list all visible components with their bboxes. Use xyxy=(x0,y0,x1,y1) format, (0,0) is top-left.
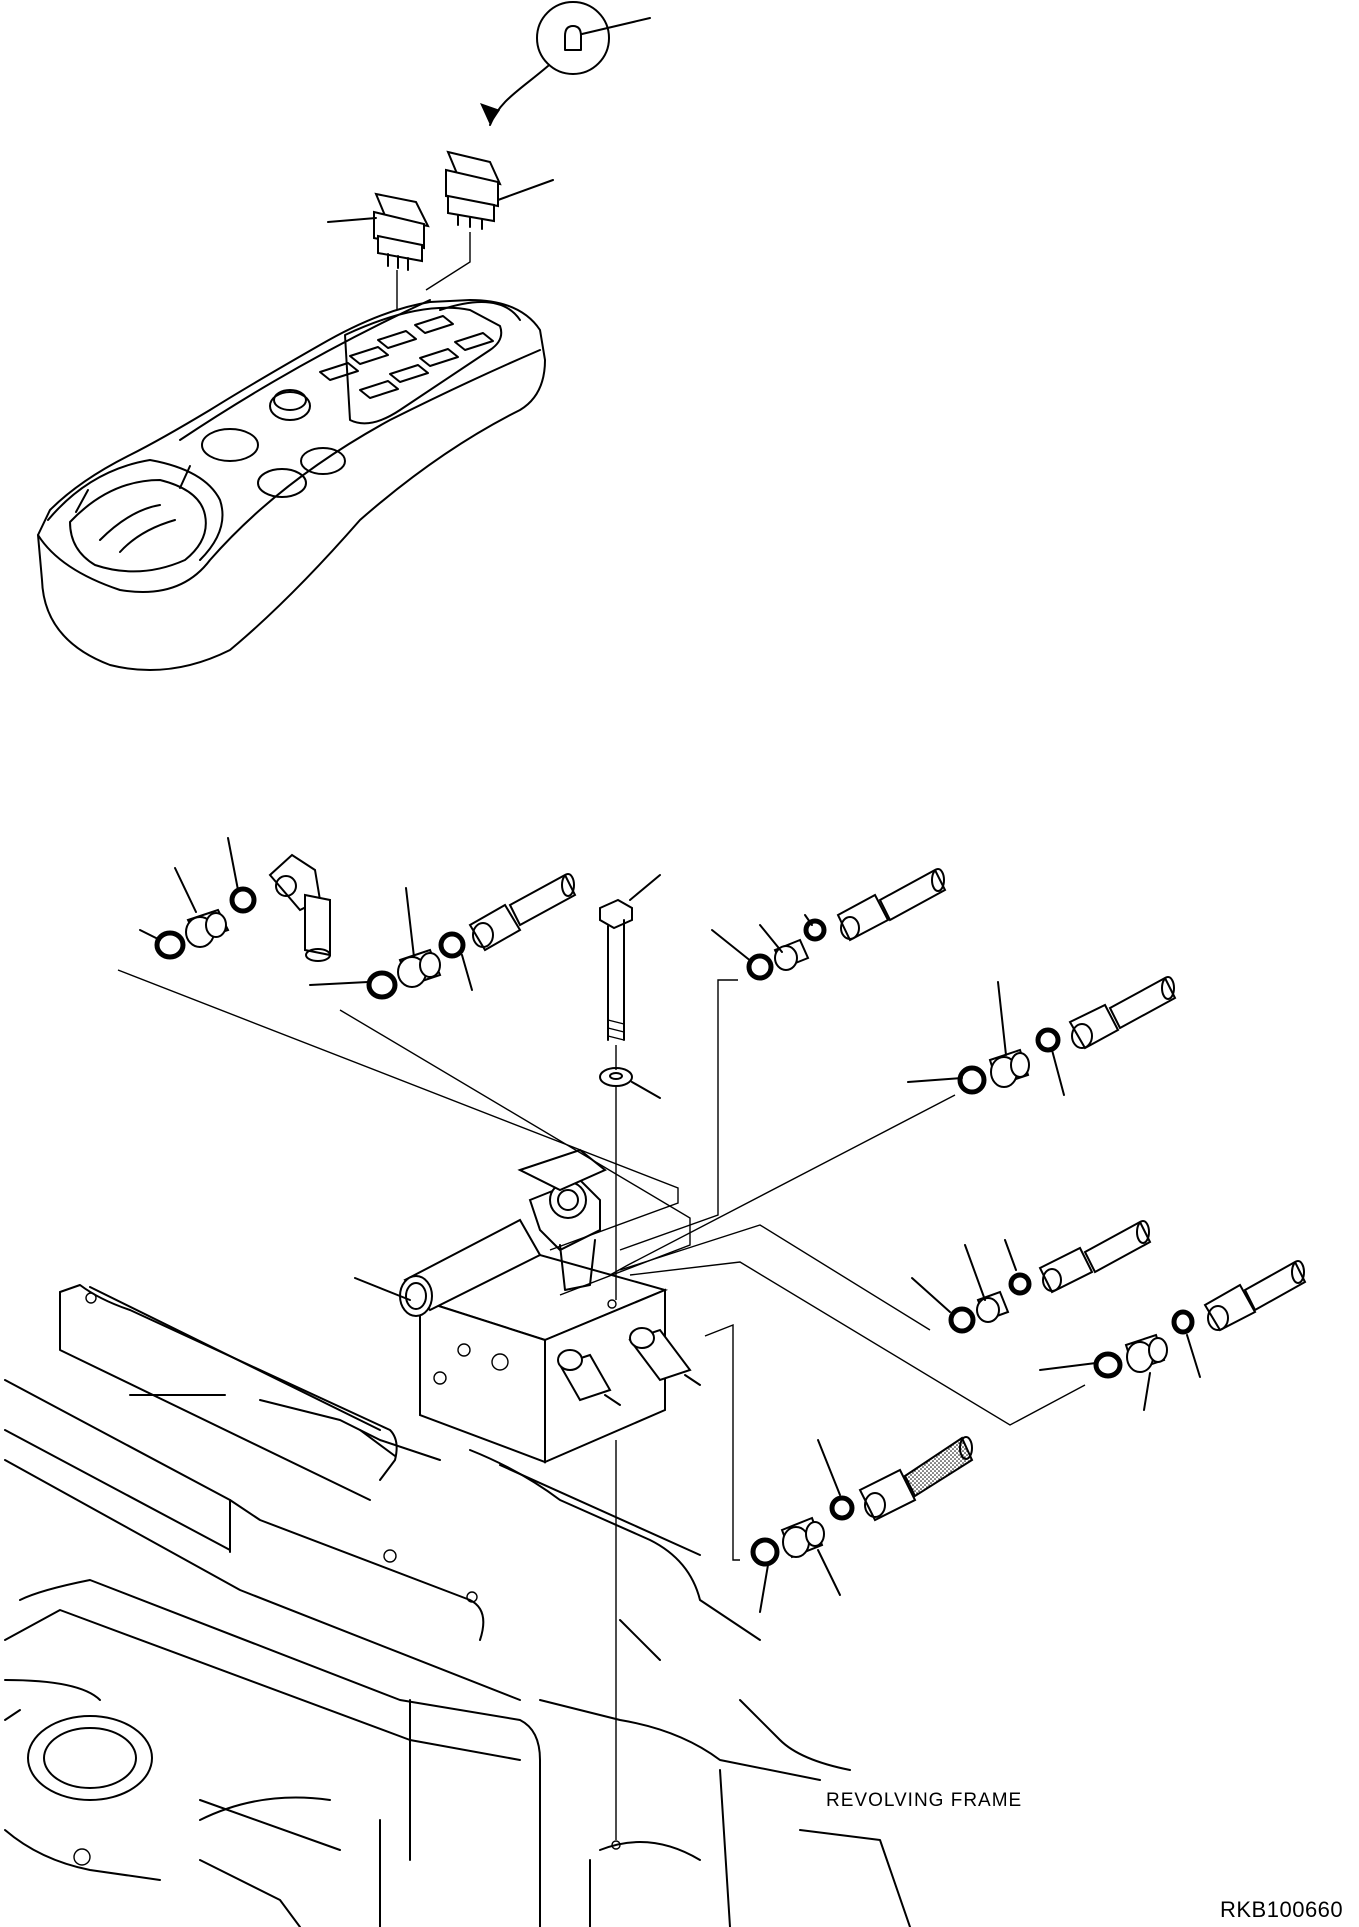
fitting-group-a xyxy=(117,837,679,1251)
arrow-head-icon xyxy=(480,103,500,125)
fitting-group-g xyxy=(704,1323,974,1613)
fitting-group-e xyxy=(619,1220,1152,1334)
valve-block xyxy=(354,1148,701,1464)
rocker-switch-left xyxy=(327,192,430,271)
revolving-frame-label: REVOLVING FRAME xyxy=(826,1790,1023,1811)
drawing-code-label: RKB100660 xyxy=(1220,1897,1344,1922)
bolt xyxy=(599,874,661,1850)
fitting-group-d xyxy=(609,976,1177,1276)
console-assembly xyxy=(36,1,651,671)
fitting-group-c xyxy=(619,868,947,1251)
switch-slots xyxy=(319,315,494,399)
revolving-frame xyxy=(4,1284,911,1927)
bulb-detail-callout xyxy=(480,1,651,126)
valve-assembly xyxy=(4,837,1307,1927)
rocker-switch-right xyxy=(445,150,554,230)
fitting-group-b xyxy=(309,873,691,1296)
fitting-group-f xyxy=(629,1260,1307,1426)
